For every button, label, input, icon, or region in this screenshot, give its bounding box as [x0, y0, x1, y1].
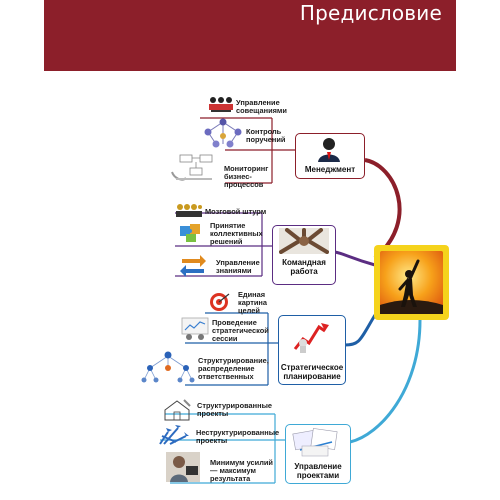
- target-icon: [210, 293, 230, 311]
- hub-badge: [374, 245, 449, 320]
- org-structure-icon: [141, 351, 195, 383]
- category-label-management: Менеджмент: [304, 165, 356, 174]
- item-label-unstructured: Неструктурированные проекты: [196, 428, 280, 446]
- network-people-icon: [204, 118, 242, 148]
- category-label-projects: Управление проектами: [294, 462, 342, 480]
- connector-projects: [349, 319, 422, 444]
- house-sketch-icon: [164, 399, 191, 421]
- growth-chart-icon: [293, 323, 329, 353]
- page-title: Предисловие: [299, 1, 442, 25]
- item-label-knowledge: Управление знаниями: [216, 258, 260, 276]
- scatter-arrows-icon: [159, 425, 189, 445]
- header-bar: Предисловие: [44, 0, 456, 71]
- category-box-strategy: Стратегическое планирование: [278, 315, 346, 385]
- item-label-decisions: Принятие коллективных решений: [210, 221, 263, 247]
- category-box-teamwork: Командная работа: [272, 225, 336, 285]
- woman-computer-icon: [166, 452, 200, 482]
- arrows-icon: [180, 255, 206, 277]
- item-label-session: Проведение стратегической сессии: [212, 318, 269, 344]
- meeting-people-icon: [209, 97, 233, 112]
- manager-icon: [318, 138, 340, 162]
- connector-strategy: [344, 314, 377, 347]
- item-label-brainstorm: Мозговой штурм: [205, 207, 267, 216]
- item-label-meetings: Управление совещаниями: [236, 98, 287, 116]
- connector-teamwork: [334, 250, 376, 267]
- item-label-control: Контроль поручений: [246, 127, 286, 145]
- category-box-projects: Управление проектами: [285, 424, 351, 484]
- category-box-management: Менеджмент: [295, 133, 365, 179]
- presentation-icon: [181, 317, 209, 340]
- category-label-teamwork: Командная работа: [282, 258, 326, 276]
- connector-management: [364, 158, 402, 260]
- item-label-monitoring: Мониторинг бизнес-процессов: [224, 164, 269, 190]
- puzzle-icon: [180, 224, 200, 242]
- item-label-structured: Структурированные проекты: [197, 401, 272, 419]
- item-label-structuring: Структурирование, распределение ответств…: [198, 356, 269, 382]
- project-papers-icon: [292, 428, 338, 457]
- item-label-goals: Единая картина целей: [238, 290, 267, 316]
- success-figure-icon: [380, 259, 443, 314]
- process-diagram-icon: [171, 154, 213, 181]
- category-label-strategy: Стратегическое планирование: [280, 363, 344, 381]
- team-hands-icon: [279, 228, 329, 254]
- item-label-minimum: Минимум усилий — максимум результата: [210, 458, 273, 484]
- hub-sunset: [380, 251, 443, 314]
- brainstorm-people-icon: [176, 204, 202, 217]
